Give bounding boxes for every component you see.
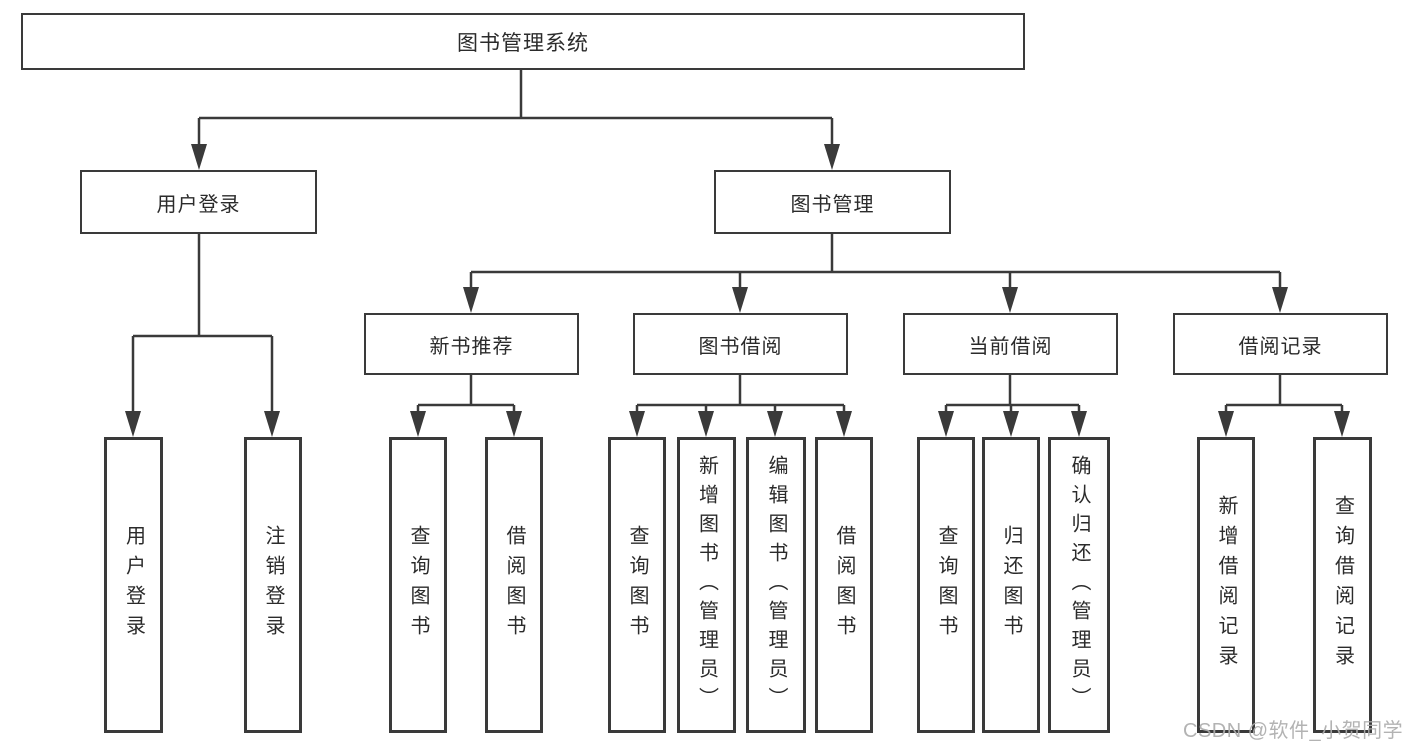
- leaf-add-borrow-record-label: 新增借阅记录: [1215, 495, 1237, 675]
- node-user-login-label: 用户登录: [156, 193, 241, 216]
- leaf-borrow-books-recommend: 借阅图书: [485, 437, 543, 733]
- connector-user-login-branch: [125, 234, 280, 437]
- leaf-return-books: 归还图书: [982, 437, 1040, 733]
- leaf-edit-books-admin: 编辑图书（管理员）: [746, 437, 806, 733]
- leaf-query-books-recommend: 查询图书: [389, 437, 447, 733]
- connector-new-book-recommend-branch: [410, 375, 522, 437]
- leaf-edit-books-admin-label: 编辑图书（管理员）: [765, 454, 787, 716]
- node-current-borrowing: 当前借阅: [903, 313, 1118, 375]
- leaf-logout-label: 注销登录: [262, 525, 284, 645]
- node-user-login: 用户登录: [80, 170, 317, 234]
- node-book-management: 图书管理: [714, 170, 951, 234]
- connector-current-borrowing-branch: [938, 375, 1087, 437]
- leaf-borrow-books-recommend-label: 借阅图书: [503, 525, 525, 645]
- node-borrowing-records: 借阅记录: [1173, 313, 1388, 375]
- leaf-borrow-books: 借阅图书: [815, 437, 873, 733]
- leaf-query-books-current-label: 查询图书: [935, 525, 957, 645]
- leaf-add-borrow-record: 新增借阅记录: [1197, 437, 1255, 733]
- leaf-add-books-admin-label: 新增图书（管理员）: [695, 454, 718, 716]
- node-book-borrowing-label: 图书借阅: [698, 335, 783, 358]
- leaf-borrow-books-label: 借阅图书: [833, 525, 855, 645]
- leaf-query-books-borrowing: 查询图书: [608, 437, 666, 733]
- connector-root-to-level1: [191, 70, 840, 170]
- node-current-borrowing-label: 当前借阅: [968, 335, 1053, 358]
- connector-borrowing-records-branch: [1218, 375, 1350, 437]
- leaf-query-borrow-record-label: 查询借阅记录: [1331, 495, 1354, 675]
- node-book-borrowing: 图书借阅: [633, 313, 848, 375]
- leaf-query-borrow-record: 查询借阅记录: [1313, 437, 1372, 733]
- node-new-book-recommend: 新书推荐: [364, 313, 579, 375]
- leaf-query-books-current: 查询图书: [917, 437, 975, 733]
- leaf-user-login: 用户登录: [104, 437, 163, 733]
- node-new-book-recommend-label: 新书推荐: [429, 335, 514, 358]
- leaf-add-books-admin: 新增图书（管理员）: [677, 437, 736, 733]
- node-library-management-system-label: 图书管理系统: [457, 31, 589, 55]
- watermark: CSDN @软件_小贺同学: [1183, 720, 1404, 742]
- leaf-logout: 注销登录: [244, 437, 302, 733]
- leaf-query-books-borrowing-label: 查询图书: [626, 525, 648, 645]
- node-borrowing-records-label: 借阅记录: [1238, 335, 1323, 358]
- node-book-management-label: 图书管理: [790, 193, 875, 216]
- leaf-confirm-return-admin-label: 确认归还（管理员）: [1068, 454, 1090, 716]
- leaf-user-login-label: 用户登录: [122, 525, 145, 645]
- connector-book-borrowing-branch: [629, 375, 852, 437]
- connector-book-management-branch: [463, 234, 1288, 313]
- leaf-confirm-return-admin: 确认归还（管理员）: [1048, 437, 1110, 733]
- leaf-return-books-label: 归还图书: [1000, 525, 1022, 645]
- node-library-management-system: 图书管理系统: [21, 13, 1025, 70]
- leaf-query-books-recommend-label: 查询图书: [407, 525, 429, 645]
